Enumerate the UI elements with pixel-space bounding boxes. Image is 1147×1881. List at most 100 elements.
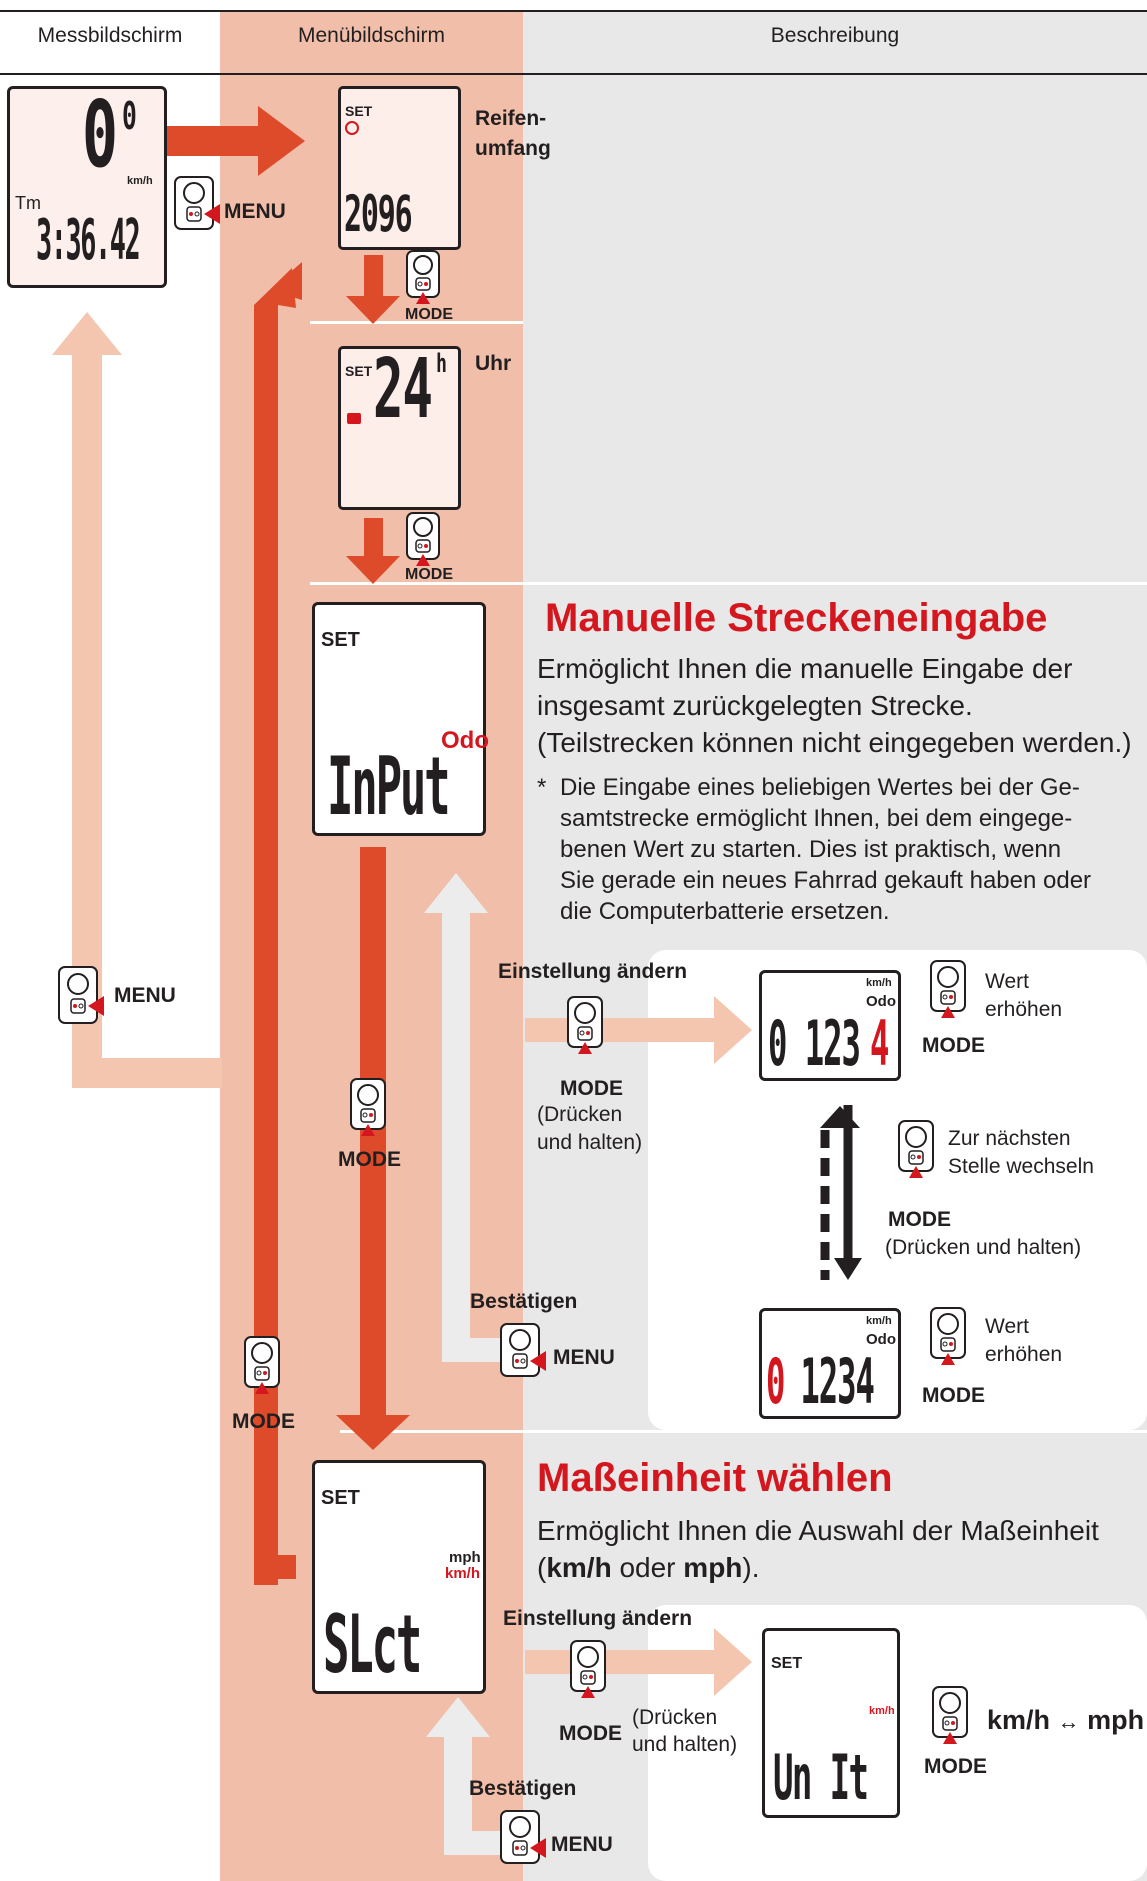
speed-unit: km/h — [127, 175, 153, 187]
device-icon — [567, 996, 603, 1054]
clock-value: 24 — [373, 342, 433, 437]
device-icon — [930, 960, 966, 1018]
unit-desc-or: oder — [611, 1552, 684, 1583]
header-menubildschirm: Menübildschirm — [297, 24, 446, 47]
odo-note-line: samtstrecke ermöglicht Ihnen, bei dem ei… — [560, 805, 1073, 832]
mode-device-button[interactable] — [930, 1307, 970, 1368]
odo-digit-active: 0 — [766, 1345, 785, 1418]
device-icon — [570, 1640, 606, 1698]
top-rule — [0, 10, 1147, 12]
kmh-label: km/h — [866, 1315, 892, 1327]
next-digit-line: Zur nächsten — [948, 1127, 1071, 1150]
device-icon — [406, 250, 440, 304]
mode-device-button[interactable] — [932, 1686, 972, 1747]
set-label: SET — [321, 1487, 360, 1509]
increase-line: Wert — [985, 970, 1029, 993]
odo-note-star: * — [537, 774, 547, 801]
clock-screen: SET 24 h — [338, 346, 461, 510]
unit-edit-screen: SET km/h Un It — [762, 1628, 900, 1818]
unit-value: Un It — [773, 1741, 869, 1814]
press-hold-line: (Drücken — [537, 1103, 623, 1126]
mode-device-button[interactable] — [244, 1336, 284, 1397]
mph-label: mph — [449, 1549, 481, 1566]
clock-suffix: h — [436, 349, 447, 379]
unit-desc-mph: mph — [683, 1552, 743, 1583]
header-messbildschirm: Messbildschirm — [37, 24, 183, 47]
mode-device-button[interactable] — [406, 512, 446, 569]
mode-label: MODE — [922, 1034, 985, 1057]
measure-screen: 0 0 km/h Tm 3:36.42 — [7, 86, 167, 288]
device-icon — [932, 1686, 968, 1744]
mode-device-button[interactable] — [567, 996, 607, 1057]
device-icon — [500, 1810, 546, 1864]
set-label: SET — [771, 1655, 803, 1672]
separator-line — [310, 582, 1147, 585]
press-hold-line: und halten) — [632, 1733, 738, 1756]
odo-label: Odo — [441, 727, 489, 754]
menu-label: MENU — [553, 1346, 615, 1369]
toggle-arrow-icon: ↔ — [1057, 1709, 1080, 1734]
odo-edit-screen-top: km/h Odo 0 123 4 — [759, 970, 901, 1081]
unit-desc-line2: (km/h oder mph). — [537, 1549, 760, 1586]
mode-label: MODE — [232, 1410, 295, 1433]
mode-device-button[interactable] — [898, 1120, 938, 1181]
odo-desc-line: insgesamt zurückgelegten Strecke. — [537, 690, 973, 721]
increase-line: erhöhen — [985, 998, 1063, 1021]
mode-device-button[interactable] — [350, 1078, 390, 1139]
mode-device-button[interactable] — [406, 250, 446, 307]
mode-label: MODE — [559, 1722, 622, 1745]
set-label: SET — [345, 363, 373, 379]
tire-screen: SET 2096 — [338, 86, 461, 250]
unit-desc-close: ). — [742, 1552, 760, 1583]
device-icon — [350, 1078, 386, 1136]
menu-device-button[interactable] — [174, 176, 220, 237]
device-icon — [500, 1323, 546, 1377]
mode-device-button[interactable] — [570, 1640, 610, 1701]
device-icon — [244, 1336, 280, 1394]
odo-edit-screen-bottom: km/h Odo 0 1234 — [759, 1308, 901, 1419]
odo-label: Odo — [866, 1331, 896, 1348]
separator-line — [340, 1430, 1147, 1433]
header-beschreibung: Beschreibung — [770, 24, 900, 47]
odo-note-line: Die Eingabe eines beliebigen Wertes bei … — [560, 774, 1080, 801]
mode-label: MODE — [405, 566, 453, 583]
menu-device-button[interactable] — [500, 1810, 546, 1871]
tire-value: 2096 — [344, 185, 413, 243]
odo-input-value: InPut — [327, 740, 451, 833]
menu-label: MENU — [224, 200, 286, 223]
odo-digits: 1234 — [782, 1345, 875, 1418]
unit-select-value: SLct — [323, 1598, 422, 1691]
menu-label: MENU — [551, 1833, 613, 1856]
device-icon — [174, 176, 220, 230]
time-value: 3:36.42 — [36, 208, 141, 273]
tm-label: Tm — [15, 193, 41, 213]
next-press-hold: (Drücken und halten) — [885, 1236, 1082, 1259]
odo-change-label: Einstellung ändern — [498, 960, 688, 983]
description-column-bg — [523, 11, 1147, 1881]
unit-toggle: km/h ↔ mph — [987, 1705, 1144, 1736]
header-rule — [0, 73, 1147, 75]
odo-confirm-label: Bestätigen — [470, 1290, 578, 1313]
toggle-mph: mph — [1087, 1705, 1145, 1735]
toggle-kmh: km/h — [987, 1705, 1051, 1735]
menu-device-button[interactable] — [500, 1323, 546, 1384]
mode-label: MODE — [888, 1208, 951, 1231]
odo-note-line: benen Wert zu starten. Dies ist praktisc… — [560, 836, 1062, 863]
mode-device-button[interactable] — [930, 960, 970, 1021]
odo-screen: SET Odo InPut — [312, 602, 489, 836]
unit-desc-kmh: km/h — [546, 1552, 612, 1583]
speed-value: 0 — [82, 81, 118, 188]
odo-label: Odo — [866, 993, 896, 1010]
menu-device-button[interactable] — [58, 966, 104, 1031]
mode-label: MODE — [338, 1148, 401, 1171]
mode-label: MODE — [922, 1384, 985, 1407]
increase-line: Wert — [985, 1315, 1029, 1338]
kmh-label: km/h — [445, 1565, 481, 1582]
menu-label: MENU — [114, 984, 176, 1007]
odo-note-line: die Computerbatterie ersetzen. — [560, 898, 890, 925]
odo-desc-line: Ermöglicht Ihnen die manuelle Eingabe de… — [537, 653, 1073, 684]
device-icon — [930, 1307, 966, 1365]
speed-decimal: 0 — [122, 94, 137, 138]
odo-digit-active: 4 — [870, 1007, 889, 1080]
